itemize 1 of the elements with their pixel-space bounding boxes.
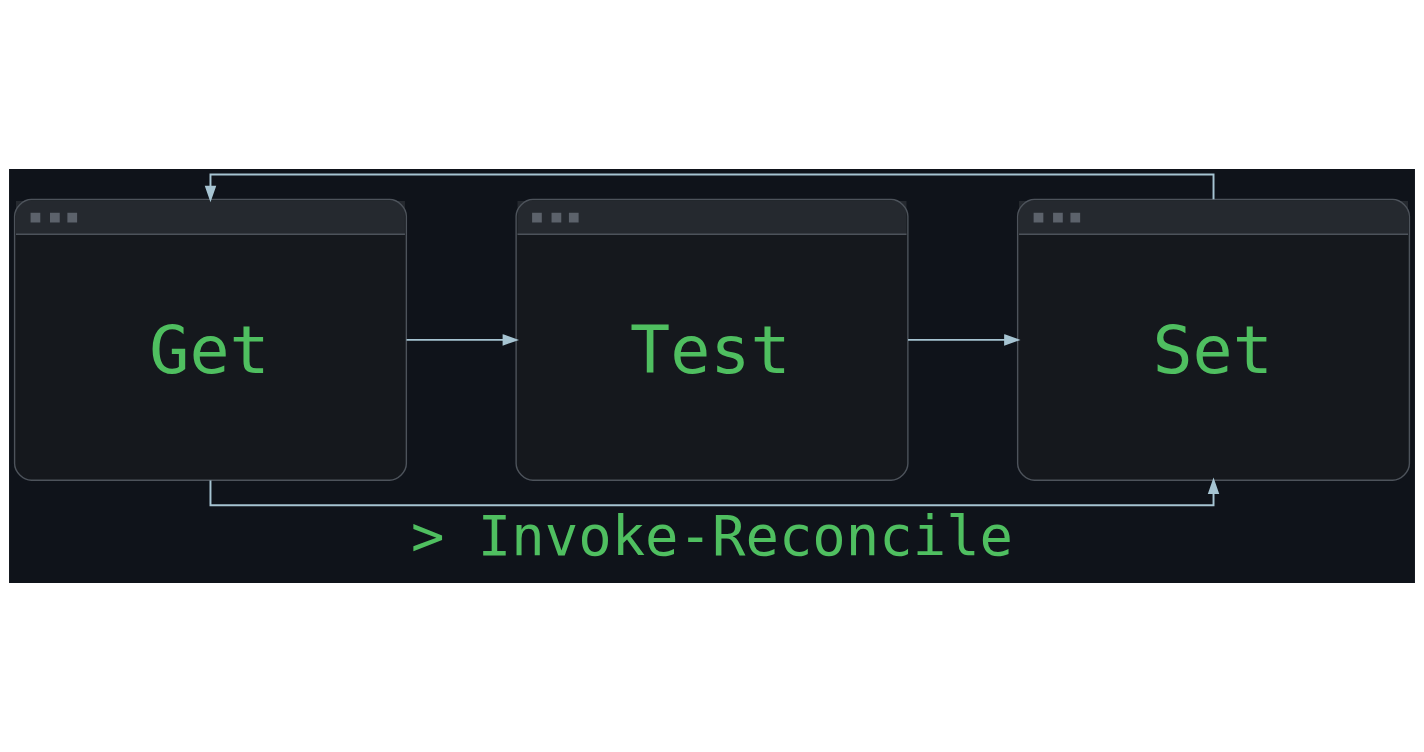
caption: > Invoke-Reconcile: [410, 503, 1014, 569]
